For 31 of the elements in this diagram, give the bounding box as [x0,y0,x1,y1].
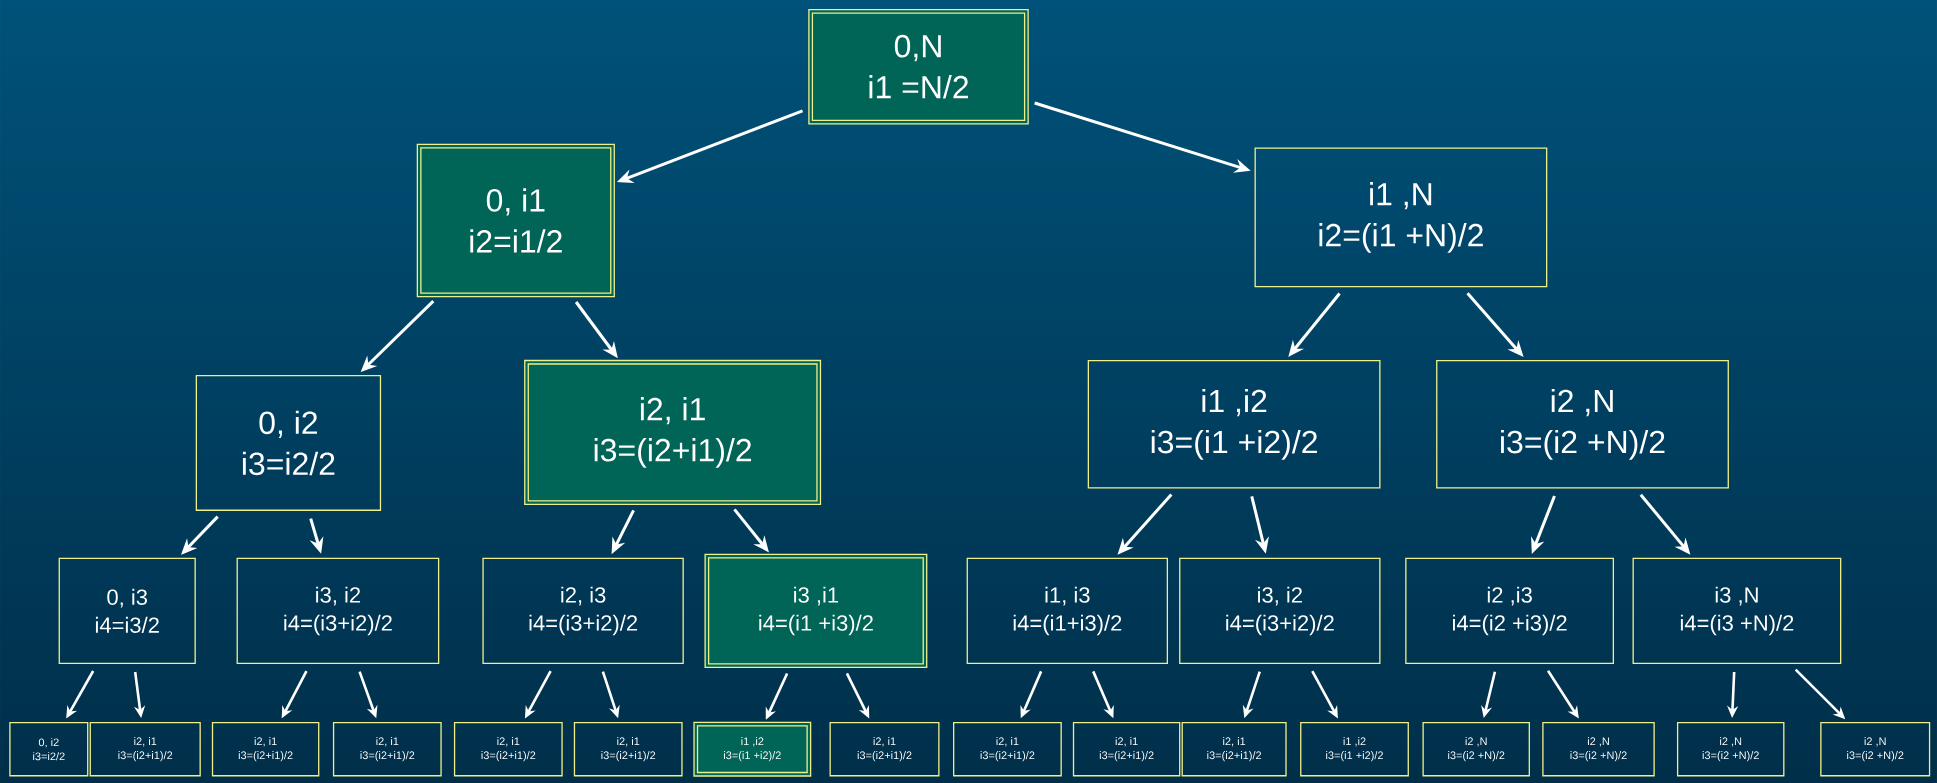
node-box: i2, i1 i3=(i2+i1)/2 [573,722,683,777]
node-box: i1 ,i2 i3=(i1 +i2)/2 [1300,722,1409,777]
highlighted-box: i1 ,i2 i3=(i1 +i2)/2 [693,721,812,777]
node-box: i2, i1 i3=(i2+i1)/2 [89,722,201,777]
node-box: i3, i2 i4=(i3+i2)/2 [1179,557,1381,665]
node-box: 0, i2 i3=i2/2 [9,722,89,777]
highlighted-box: i2, i1 i3=(i2+i1)/2 [524,359,822,505]
highlighted-box: 0, i1 i2=i1/2 [416,143,615,298]
node-box: i3 ,N i4=(i3 +N)/2 [1632,557,1842,665]
node-box: i2, i1 i3=(i2+i1)/2 [453,722,563,777]
node-box: i2, i1 i3=(i2+i1)/2 [1181,722,1287,777]
node-box: 0, i3 i4=i3/2 [58,557,196,665]
node-box: i2 ,N i3=(i2 +N)/2 [1676,722,1785,777]
node-box: i2, i1 i3=(i2+i1)/2 [829,722,940,777]
node-box: i2 ,N i3=(i2 +N)/2 [1542,722,1655,777]
node-box: i1, i3 i4=(i1+i3)/2 [966,557,1168,665]
node-box: i2 ,N i3=(i2 +N)/2 [1422,722,1530,777]
node-box: i3, i2 i4=(i3+i2)/2 [236,557,440,665]
node-box: i2, i3 i4=(i3+i2)/2 [482,557,684,665]
node-box: i2 ,i3 i4=(i2 +i3)/2 [1405,557,1614,665]
node-box: i2 ,N i3=(i2 +N)/2 [1820,722,1931,777]
highlighted-box: 0,N i1 =N/2 [808,8,1029,125]
node-box: i2, i1 i3=(i2+i1)/2 [1072,722,1181,777]
highlighted-box: i3 ,i1 i4=(i1 +i3)/2 [704,553,928,668]
node-box: 0, i2 i3=i2/2 [195,374,382,511]
node-box: i2, i1 i3=(i2+i1)/2 [332,722,442,777]
node-box: i1 ,N i2=(i1 +N)/2 [1254,147,1548,288]
node-box: i2 ,N i3=(i2 +N)/2 [1436,360,1729,489]
node-box: i2, i1 i3=(i2+i1)/2 [211,722,320,777]
node-box: i1 ,i2 i3=(i1 +i2)/2 [1087,360,1381,489]
node-box: i2, i1 i3=(i2+i1)/2 [953,722,1062,777]
